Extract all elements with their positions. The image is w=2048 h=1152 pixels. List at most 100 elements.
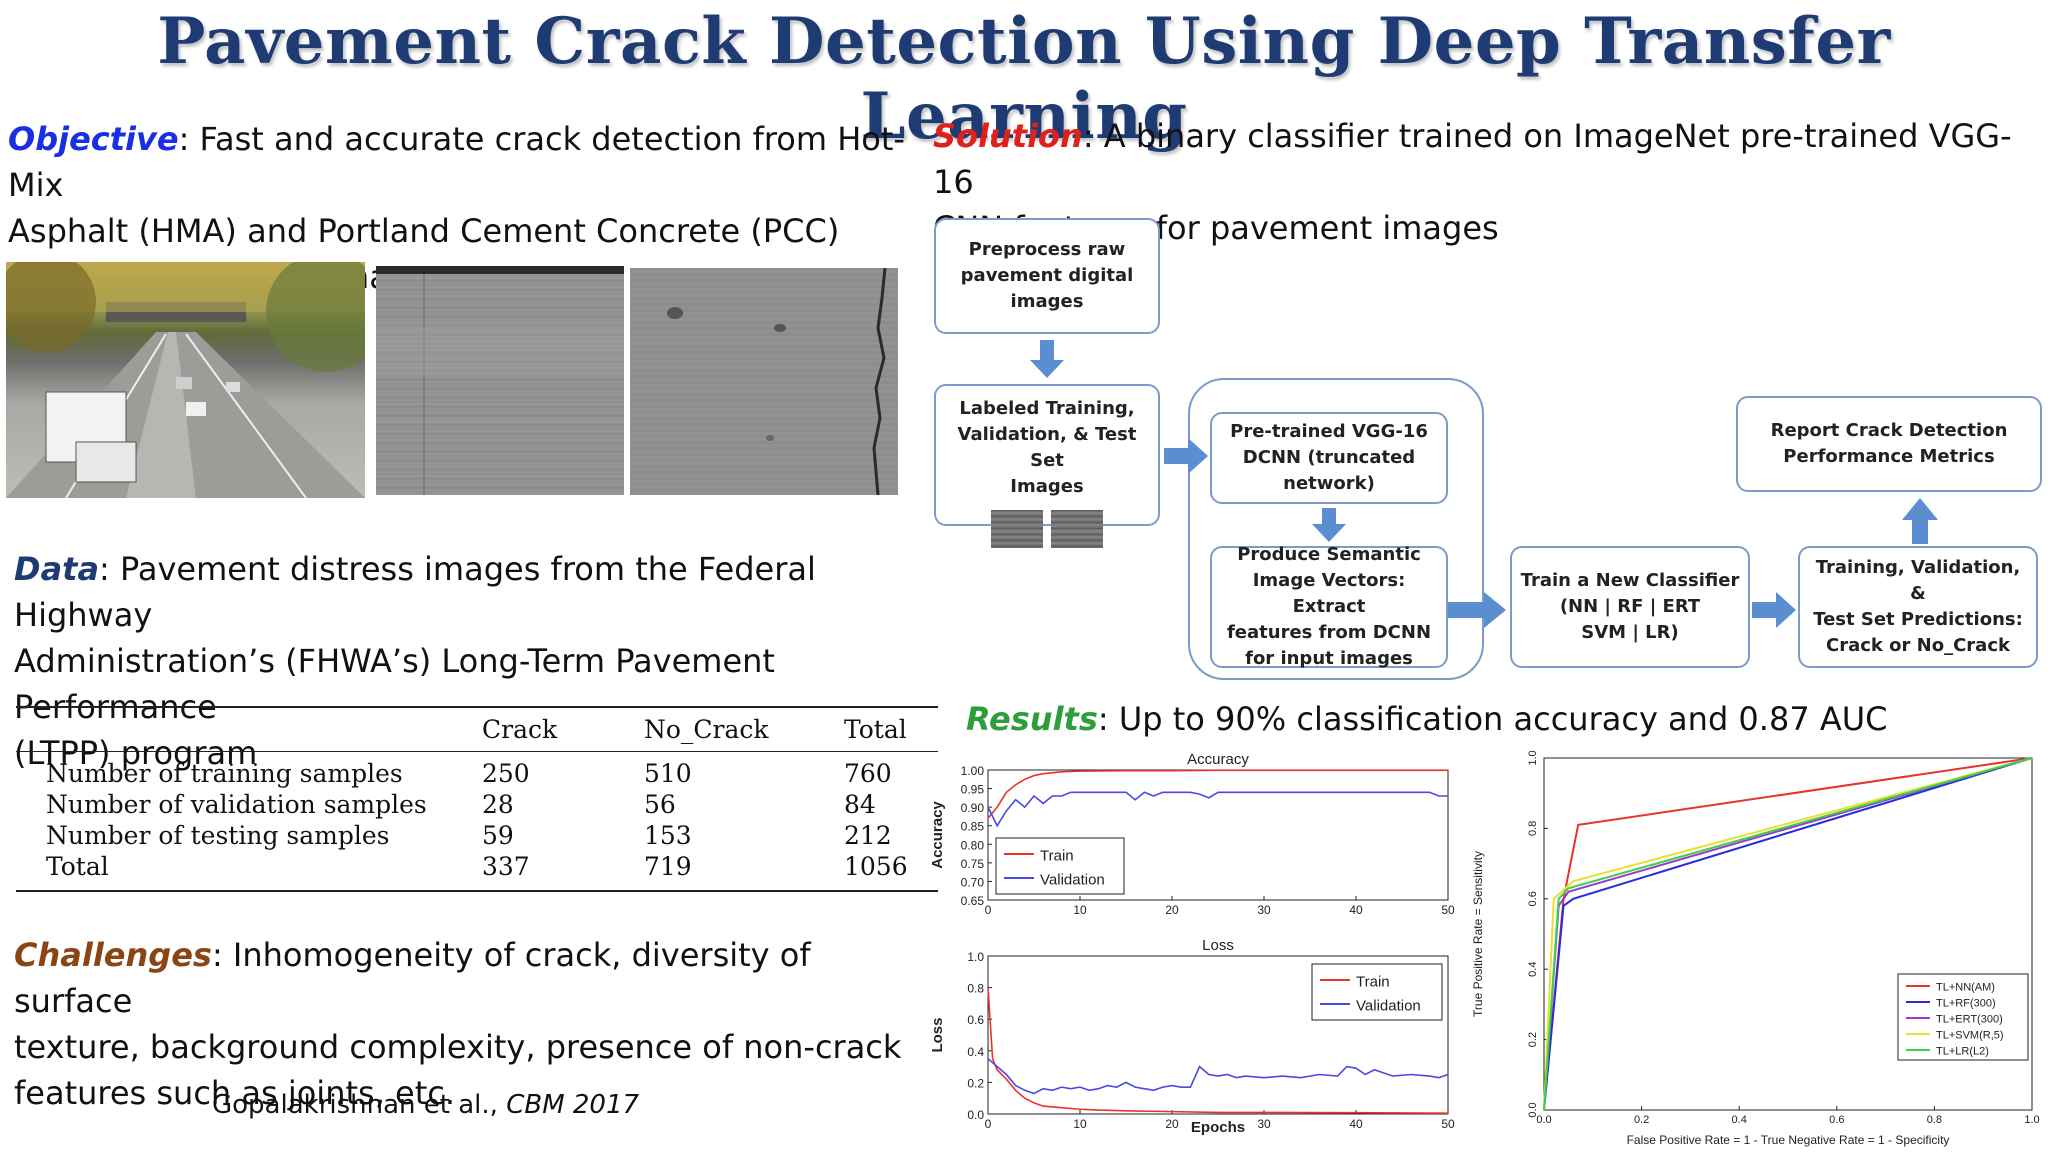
- data-line-3: (LTPP) program: [14, 734, 258, 772]
- x-tick-label: 0.2: [1634, 1114, 1649, 1126]
- table-cell: Number of training samples: [46, 759, 403, 788]
- y-tick-label: 0.95: [961, 783, 985, 797]
- vgg-line: network): [1283, 473, 1375, 494]
- challenges-label: Challenges: [14, 936, 212, 974]
- y-tick-label: 0.0: [1527, 1102, 1539, 1117]
- y-tick-label: 0.6: [967, 1013, 984, 1027]
- x-tick-label: 30: [1257, 1117, 1271, 1131]
- report-line: Performance Metrics: [1783, 446, 1995, 467]
- table-row: Number of validation samples 28 56 84: [16, 789, 938, 820]
- vgg-line: DCNN (truncated: [1242, 447, 1416, 468]
- y-tick-label: 0.65: [961, 894, 985, 908]
- y-tick-label: 1.00: [961, 764, 985, 778]
- data-line-1: : Pavement distress images from the Fede…: [14, 550, 816, 634]
- train-line: (NN | RF | ERT: [1559, 596, 1701, 617]
- x-tick-label: 1.0: [2024, 1114, 2039, 1126]
- challenges-line-3: features such as joints, etc.: [14, 1074, 456, 1112]
- y-tick-label: 0.85: [961, 820, 985, 834]
- series-line-validation: [987, 791, 1448, 828]
- x-axis-label: Epochs: [1191, 1119, 1245, 1136]
- legend-label: TL+LR(L2): [1936, 1046, 1989, 1058]
- labeled-line: Images: [1010, 476, 1084, 497]
- table-header-row: Crack No_Crack Total: [16, 708, 938, 752]
- x-tick-label: 40: [1349, 903, 1363, 917]
- table-row: Number of training samples 250 510 760: [16, 758, 938, 789]
- y-axis-label: Accuracy: [929, 801, 946, 869]
- vgg-line: Pre-trained VGG-16: [1230, 421, 1428, 442]
- sample-thumbnail: [1051, 510, 1103, 548]
- x-tick-label: 30: [1257, 903, 1271, 917]
- table-cell: 719: [644, 852, 692, 881]
- citation-authors: Gopalakrishnan et al.,: [212, 1090, 507, 1120]
- x-tick-label: 0.4: [1732, 1114, 1747, 1126]
- y-tick-label: 1.0: [1527, 750, 1539, 765]
- table-cell: 28: [482, 790, 514, 819]
- series-line-train: [987, 987, 1449, 1115]
- table-cell: 84: [844, 790, 876, 819]
- arrow-up-icon: [1902, 498, 1938, 544]
- table-header-cell: No_Crack: [644, 715, 769, 744]
- predict-line: Crack or No_Crack: [1826, 635, 2010, 656]
- x-tick-label: 0: [985, 1117, 992, 1131]
- preprocess-line: pavement digital: [960, 265, 1134, 286]
- report-line: Report Crack Detection: [1770, 420, 2008, 441]
- vgg-feature-group: [1188, 378, 1484, 680]
- legend-label: TL+RF(300): [1936, 998, 1996, 1010]
- series-line-tl-svm-r-5-: [1543, 757, 2033, 1111]
- legend-box: [1311, 963, 1443, 1021]
- legend-label: TL+ERT(300): [1936, 1014, 2003, 1026]
- y-axis-label: Loss: [929, 1017, 946, 1052]
- objective-line-1: : Fast and accurate crack detection from…: [8, 120, 905, 204]
- results-section: Results: Up to 90% classification accura…: [966, 696, 2046, 742]
- data-label: Data: [14, 550, 100, 588]
- results-label: Results: [966, 700, 1098, 738]
- x-tick-label: 50: [1441, 903, 1455, 917]
- legend-label: TL+SVM(R,5): [1936, 1030, 2004, 1042]
- x-tick-label: 10: [1073, 903, 1087, 917]
- semantic-line: for input images: [1245, 648, 1413, 669]
- train-line: SVM | LR): [1581, 622, 1679, 643]
- y-tick-label: 0.75: [961, 857, 985, 871]
- x-tick-label: 10: [1073, 1117, 1087, 1131]
- table-cell: 510: [644, 759, 692, 788]
- x-tick-label: 20: [1165, 1117, 1179, 1131]
- y-tick-label: 0.0: [967, 1108, 984, 1122]
- y-tick-label: 1.0: [967, 950, 984, 964]
- table-cell: 59: [482, 821, 514, 850]
- objective-line-2: Asphalt (HMA) and Portland Cement Concre…: [8, 212, 840, 250]
- y-tick-label: 0.2: [967, 1076, 984, 1090]
- table-cell: 1056: [844, 852, 908, 881]
- arrow-right-icon: [1448, 592, 1506, 628]
- x-tick-label: 20: [1165, 903, 1179, 917]
- table-row: Number of testing samples 59 153 212: [16, 820, 938, 851]
- labeled-images-box: Labeled Training, Validation, & Test Set…: [934, 384, 1160, 548]
- x-tick-label: 0: [985, 903, 992, 917]
- challenges-line-2: texture, background complexity, presence…: [14, 1028, 902, 1066]
- series-line-train: [987, 769, 1448, 819]
- table-header-cell: Total: [844, 715, 907, 744]
- arrow-down-icon: [1312, 508, 1346, 542]
- y-tick-label: 0.70: [961, 875, 985, 889]
- semantic-line: Produce Semantic: [1237, 544, 1421, 565]
- dataset-table: Crack No_Crack Total Number of training …: [16, 706, 938, 892]
- legend-label: Train: [1040, 848, 1074, 865]
- y-tick-label: 0.2: [1527, 1032, 1539, 1047]
- solution-label: Solution: [933, 117, 1083, 155]
- table-cell: 760: [844, 759, 892, 788]
- arrow-right-icon: [1752, 592, 1796, 628]
- table-cell: Number of testing samples: [46, 821, 390, 850]
- page-title: Pavement Crack Detection Using Deep Tran…: [157, 4, 1891, 154]
- x-tick-label: 0.8: [1927, 1114, 1942, 1126]
- flow-arrows: [1030, 340, 1938, 628]
- data-line-2: Administration’s (FHWA’s) Long-Term Pave…: [14, 642, 775, 726]
- objective-label: Objective: [8, 120, 179, 158]
- challenges-line-1: : Inhomogeneity of crack, diversity of s…: [14, 936, 811, 1020]
- solution-line-1: : A binary classifier trained on ImageNe…: [933, 117, 2012, 201]
- predictions-box: Training, Validation, &Test Set Predicti…: [1798, 546, 2038, 668]
